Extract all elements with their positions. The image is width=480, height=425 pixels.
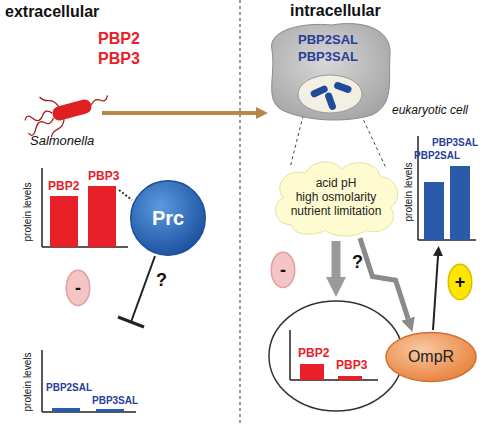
text-holder: - (66, 270, 90, 306)
bar-label: PBP2 (298, 347, 329, 361)
protein-name: PBP2SAL (298, 33, 358, 48)
regulator-ellipse: OmpR (385, 332, 477, 382)
sign-circle: + (448, 264, 472, 300)
region-title: intracellular (290, 2, 381, 20)
question-mark: ? (156, 270, 167, 291)
block-arrow (331, 241, 340, 277)
bar-label: PBP3SAL (432, 137, 478, 149)
activation-arrow (433, 256, 438, 330)
node-text: high osmolarity (296, 191, 377, 205)
text-holder: acid pHhigh osmolaritynutrient limitatio… (271, 158, 401, 238)
text-holder: Prc (130, 180, 206, 256)
node-text: acid pH (316, 177, 357, 191)
eukaryotic-cell: PBP2SALPBP3SALeukaryotic cell (262, 20, 397, 122)
protein-name: PBP2 (98, 30, 140, 48)
text-holder: OmpR (385, 332, 477, 382)
bar-label: PBP2SAL (46, 382, 92, 394)
node-text: Prc (152, 207, 184, 230)
sign-circle: - (66, 270, 90, 306)
bar-label: PBP2 (48, 180, 79, 194)
node-text: + (455, 272, 466, 293)
axis-label: protein levels (403, 163, 415, 222)
organism-name: Salmonella (30, 134, 94, 149)
bar-label: PBP3 (88, 170, 119, 184)
node-text: - (280, 260, 286, 281)
node-text: - (75, 278, 81, 299)
bar-label: PBP3SAL (92, 395, 138, 407)
node-text: OmpR (408, 348, 454, 366)
axis-label: protein levels (22, 353, 34, 412)
protease-circle: Prc (130, 180, 206, 256)
sign-circle: - (271, 252, 295, 288)
bar-chart (42, 168, 128, 247)
bar-label: PBP3 (336, 359, 367, 373)
bar-label: PBP2SAL (414, 150, 460, 162)
cell-label: eukaryotic cell (392, 104, 468, 118)
protein-name: PBP3 (98, 50, 140, 68)
question-mark: ? (352, 252, 363, 273)
text-holder: - (271, 252, 295, 288)
divider-line (239, 0, 241, 425)
node-text: nutrient limitation (291, 205, 382, 219)
protein-name: PBP3SAL (298, 50, 358, 65)
entry-arrow (102, 111, 256, 115)
dotted-link (119, 190, 132, 200)
condition-cloud: acid pHhigh osmolaritynutrient limitatio… (271, 158, 401, 238)
text-holder: + (448, 264, 472, 300)
bacterium-ellipse: PBP2PBP3 (268, 300, 404, 412)
axis-label: protein levels (22, 183, 34, 242)
region-title: extracellular (5, 3, 99, 21)
node-shape (268, 300, 404, 412)
inhibition-line (118, 256, 155, 327)
